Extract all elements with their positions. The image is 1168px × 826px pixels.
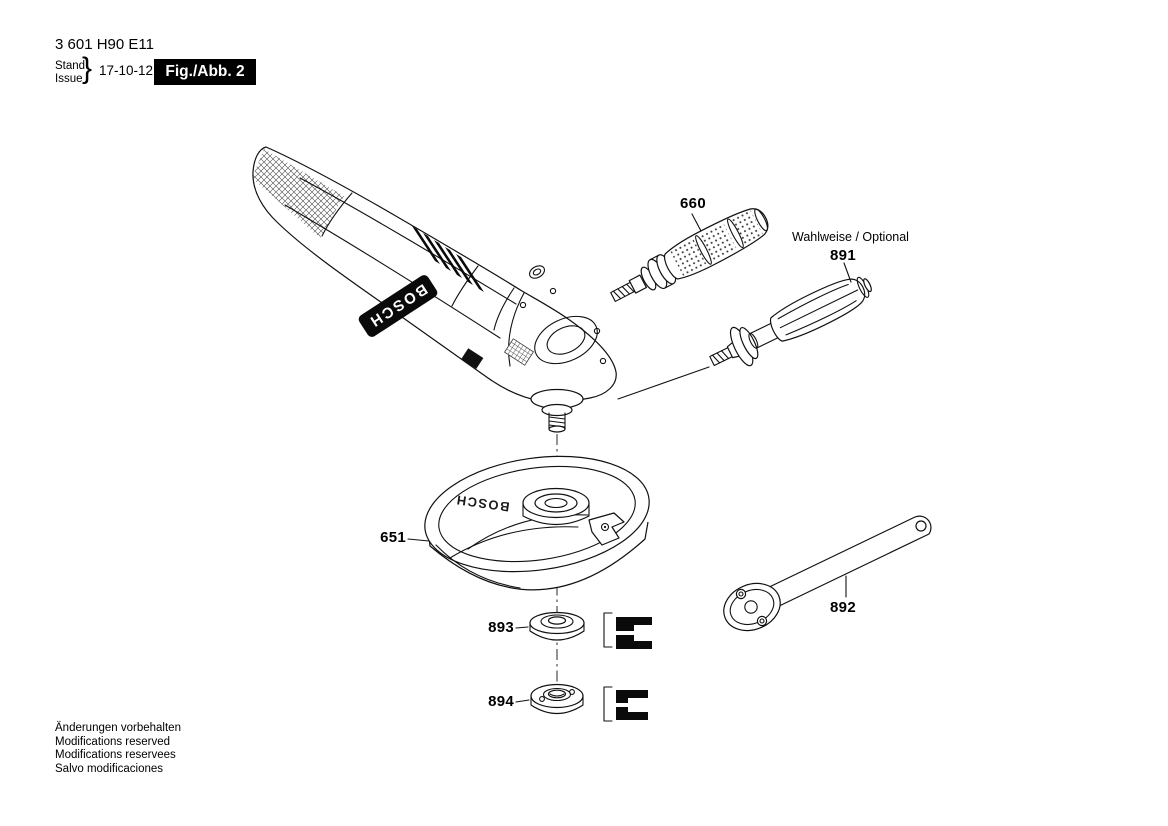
clamping-nut-894 (530, 683, 584, 715)
brace-glyph: } (82, 52, 93, 85)
guard-clamp-lever (588, 512, 625, 546)
callout-892: 892 (830, 599, 856, 616)
knurl-band (729, 208, 765, 247)
footer-line-de: Änderungen vorbehalten (55, 722, 181, 734)
stand-label: Stand (55, 60, 86, 72)
gear-head-detail (519, 287, 607, 365)
callout-893: 893 (488, 619, 514, 636)
guard-651: BOSCH (424, 455, 650, 591)
modifications-note: Änderungen vorbehalten Modifications res… (55, 722, 181, 776)
leader-893 (515, 626, 529, 629)
leader-894 (515, 699, 530, 703)
issue-label: Issue (55, 73, 83, 85)
knurl-band (699, 221, 738, 263)
callout-651: 651 (380, 529, 406, 546)
grinder-body: BOSCH (252, 146, 617, 433)
spindle (530, 388, 584, 433)
pin-wrench-892 (723, 515, 932, 632)
spindle-lock-button (528, 265, 546, 279)
vent-slots (412, 226, 484, 292)
optional-note: Wahlweise / Optional (792, 230, 909, 244)
flange-washer-893 (529, 611, 585, 641)
section-view-893 (603, 612, 652, 649)
side-handle-660 (610, 208, 769, 302)
footer-line-en: Modifications reserved (55, 735, 171, 748)
knurl-band (669, 237, 708, 278)
callout-660: 660 (680, 195, 706, 212)
type-plate (504, 338, 534, 366)
leader-651 (407, 538, 430, 542)
leader-660 (691, 213, 702, 232)
switch-block (461, 348, 484, 369)
assembly-line-891 (617, 366, 710, 400)
figure-badge: Fig./Abb. 2 (154, 59, 256, 85)
leader-891 (843, 262, 852, 283)
callout-894: 894 (488, 693, 514, 710)
footer-line-es: Salvo modificaciones (55, 762, 164, 775)
callout-891: 891 (830, 247, 856, 264)
part-number: 3 601 H90 E11 (55, 36, 154, 53)
optional-handle-891 (709, 276, 872, 367)
footer-line-fr: Modifications reservees (55, 749, 176, 761)
grip-texture (252, 149, 344, 238)
guard-collar (522, 487, 590, 525)
issue-date: 17-10-12 (99, 63, 154, 78)
section-view-894 (603, 686, 648, 722)
figure-label: Fig./Abb. 2 (165, 63, 245, 80)
